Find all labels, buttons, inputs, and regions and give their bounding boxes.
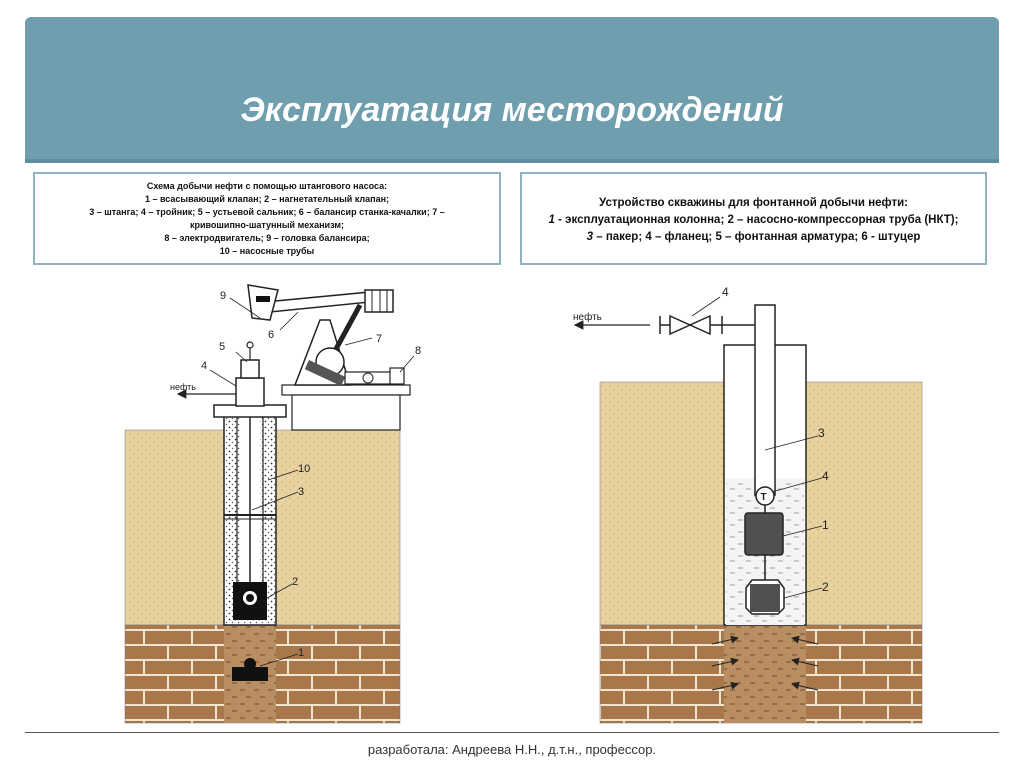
inflow-arrow — [791, 635, 819, 645]
banner-strip — [25, 159, 999, 163]
walking-beam — [263, 291, 371, 313]
inflow-arrow — [711, 657, 739, 667]
legend-text: - эксплуатационная колонна; 2 – насосно-… — [554, 214, 959, 226]
stuffing-box — [240, 359, 260, 379]
diagram-label: 1 — [298, 647, 304, 659]
oil-label: нефть — [170, 382, 196, 392]
right-caption-box: Устройство скважины для фонтанной добычи… — [520, 172, 987, 265]
beam-head — [247, 284, 279, 321]
inflow-arrow — [711, 635, 739, 645]
diagram-label: 9 — [220, 290, 226, 302]
legend-number: 3 — [586, 231, 594, 243]
inflow-arrow — [791, 657, 819, 667]
tubing-string — [754, 304, 776, 496]
flange-symbol: Т — [761, 492, 767, 503]
right-caption-line: 1 - эксплуатационная колонна; 2 – насосн… — [522, 212, 985, 229]
left-caption-line: кривошипно-шатунный механизм; — [189, 220, 344, 230]
sucker-rod-pump-diagram: нефть 9 6 — [124, 284, 421, 724]
diagram-label: 6 — [268, 329, 274, 341]
title-banner: Эксплуатация месторождений — [25, 17, 999, 163]
wellhead-flange — [213, 404, 287, 418]
left-caption-line: 10 – насосные трубы — [219, 246, 315, 256]
left-caption-line: 1 – всасывающий клапан; 2 – нагнетательн… — [144, 194, 390, 204]
counterweight — [364, 289, 394, 313]
left-caption-line: 3 – штанга; 4 – тройник; 5 – устьевой са… — [89, 207, 445, 217]
left-caption-line: Схема добычи нефти с помощью штангового … — [146, 181, 388, 191]
diagram-label: 5 — [219, 341, 225, 353]
diagram-label: 3 — [298, 486, 304, 498]
page-title: Эксплуатация месторождений — [240, 91, 784, 129]
diagram-label: 10 — [298, 463, 310, 475]
right-caption-heading: Устройство скважины для фонтанной добычи… — [599, 197, 908, 209]
diagram-label: 4 — [722, 285, 729, 299]
diagram-label: 3 — [818, 426, 825, 440]
packer — [744, 512, 784, 556]
diagram-label: 4 — [201, 360, 207, 372]
tee-fitting — [235, 377, 265, 407]
legend-number: 1 — [548, 214, 555, 226]
left-caption-line: 8 – электродвигатель; 9 – головка баланс… — [164, 233, 370, 243]
wellbore-bottom — [724, 625, 806, 723]
diagram-label: 1 — [822, 518, 829, 532]
author-credit: разработала: Андреева Н.Н., д.т.н., проф… — [367, 742, 657, 757]
choke-valve — [669, 314, 692, 336]
crank-arm — [304, 360, 346, 386]
diagram-label: 7 — [376, 333, 382, 345]
legend-text: – пакер; 4 – фланец; 5 – фонтанная армат… — [593, 231, 921, 243]
inflow-arrow — [791, 681, 819, 691]
suction-valve — [232, 667, 268, 681]
inflow-arrow — [711, 681, 739, 691]
left-caption-box: Схема добычи нефти с помощью штангового … — [33, 172, 501, 265]
flowing-well-diagram: Т нефть 4 3 4 1 2 — [573, 285, 923, 724]
diagram-label: 8 — [415, 345, 421, 357]
oil-label: нефть — [573, 311, 602, 323]
footer-divider — [25, 732, 999, 733]
diagram-label: 2 — [292, 576, 298, 588]
diagram-label: 2 — [822, 580, 829, 594]
diagram-label: 4 — [822, 469, 829, 483]
pumpjack-base — [281, 384, 411, 396]
right-caption-line: 3 – пакер; 4 – фланец; 5 – фонтанная арм… — [522, 229, 985, 246]
